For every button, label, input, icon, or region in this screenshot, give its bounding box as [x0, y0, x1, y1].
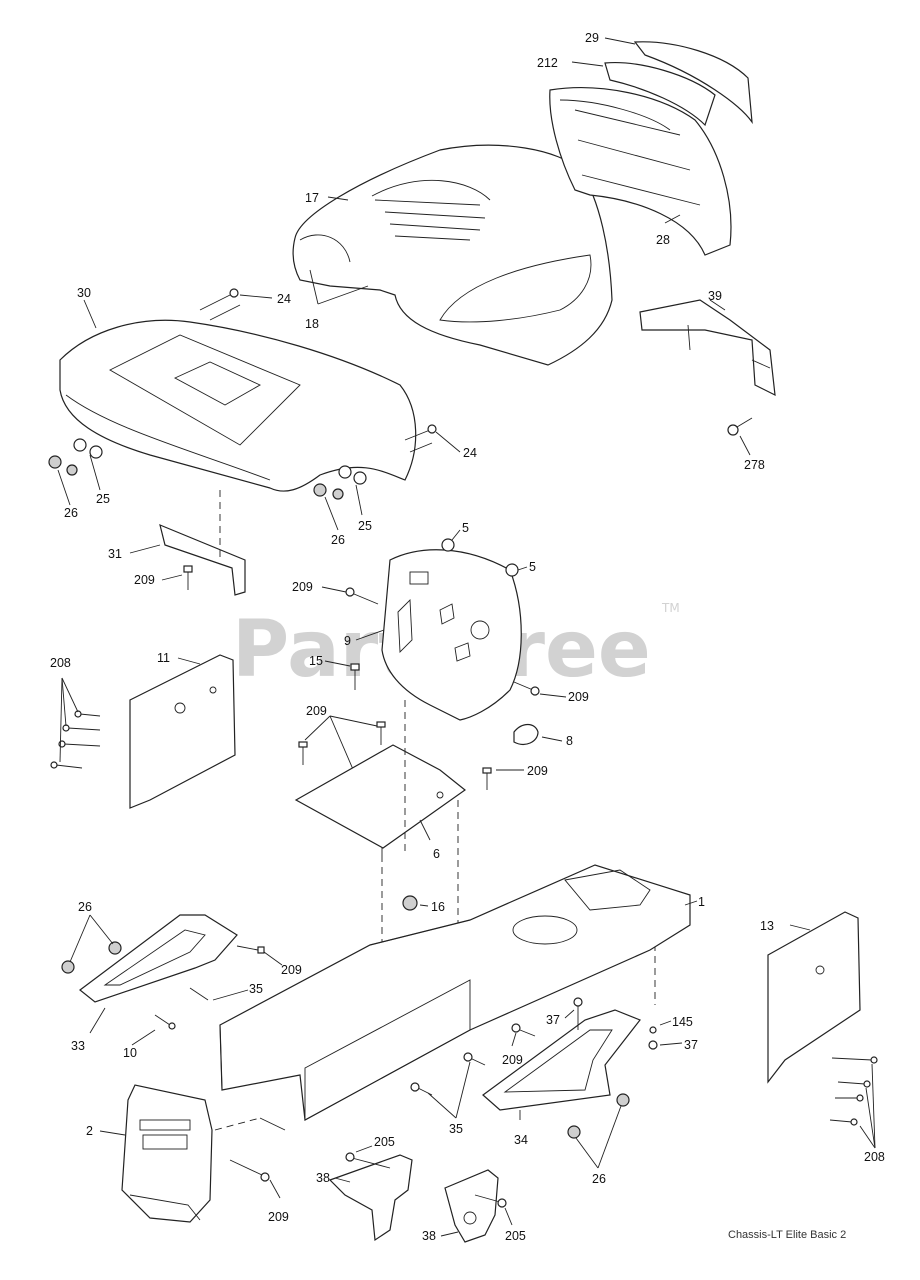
plate-part-6[interactable] [294, 744, 466, 849]
callout-209-b[interactable]: 209 [292, 580, 313, 594]
callout-28-grille[interactable]: 28 [656, 233, 670, 247]
callout-209-e[interactable]: 209 [527, 764, 548, 778]
callout-38-left[interactable]: 38 [316, 1171, 330, 1185]
nut-washer-right[interactable] [313, 465, 367, 500]
side-panel-part-11[interactable] [129, 654, 236, 809]
nut-washer-left[interactable] [48, 438, 103, 476]
grille-part[interactable] [549, 87, 732, 256]
callout-30[interactable]: 30 [77, 286, 91, 300]
bolt-10[interactable] [154, 1014, 176, 1030]
bracket-part-31[interactable] [159, 523, 246, 596]
bracket-part-38-right[interactable] [444, 1169, 499, 1243]
callout-37-upper[interactable]: 37 [546, 1013, 560, 1027]
callout-208-left[interactable]: 208 [50, 656, 71, 670]
callout-34[interactable]: 34 [514, 1133, 528, 1147]
callout-15[interactable]: 15 [309, 654, 323, 668]
watermark-trademark: TM [661, 601, 680, 615]
bolts-35-lower[interactable] [410, 1052, 486, 1096]
callout-205-upper[interactable]: 205 [374, 1135, 395, 1149]
callout-13[interactable]: 13 [760, 919, 774, 933]
callout-38-right[interactable]: 38 [422, 1229, 436, 1243]
bolt-209-c[interactable] [513, 681, 540, 696]
callout-29[interactable]: 29 [585, 31, 599, 45]
callout-145[interactable]: 145 [672, 1015, 693, 1029]
bolt-205-upper[interactable] [345, 1152, 391, 1169]
callout-18[interactable]: 18 [305, 317, 319, 331]
callout-209-d[interactable]: 209 [306, 704, 327, 718]
callout-24-right[interactable]: 24 [463, 446, 477, 460]
callout-8[interactable]: 8 [566, 734, 573, 748]
callout-1[interactable]: 1 [698, 895, 705, 909]
callout-5-right[interactable]: 5 [529, 560, 536, 574]
callout-37-lower[interactable]: 37 [684, 1038, 698, 1052]
callout-205-lower[interactable]: 205 [505, 1229, 526, 1243]
cap-5-left[interactable] [441, 538, 455, 552]
hood-part[interactable] [292, 144, 613, 366]
callout-209-h[interactable]: 209 [268, 1210, 289, 1224]
callout-209-f[interactable]: 209 [281, 963, 302, 977]
frame-part[interactable] [219, 864, 691, 1121]
bolt-24-top[interactable] [199, 288, 241, 321]
callout-35-lower[interactable]: 35 [449, 1122, 463, 1136]
callout-5-left[interactable]: 5 [462, 521, 469, 535]
callout-6[interactable]: 6 [433, 847, 440, 861]
callout-2[interactable]: 2 [86, 1124, 93, 1138]
dash-panel-part[interactable] [381, 549, 522, 721]
callout-25-left[interactable]: 25 [96, 492, 110, 506]
bolt-209-f[interactable] [236, 945, 265, 954]
callout-209-c[interactable]: 209 [568, 690, 589, 704]
bolt-35-upper[interactable] [189, 987, 209, 1001]
rear-panel-part[interactable] [121, 1084, 213, 1223]
bracket-part-39[interactable] [639, 299, 776, 397]
callout-35-upper[interactable]: 35 [249, 982, 263, 996]
callout-33[interactable]: 33 [71, 1039, 85, 1053]
callout-26-upper-left[interactable]: 26 [78, 900, 92, 914]
bolt-209-e[interactable] [482, 767, 492, 790]
nuts-26-lower[interactable] [567, 1093, 630, 1139]
bolt-209-b[interactable] [345, 587, 379, 605]
callout-208-right[interactable]: 208 [864, 1150, 885, 1164]
side-panel-part-13[interactable] [767, 911, 861, 1084]
footrest-part-34[interactable] [482, 1009, 641, 1111]
bolts-208-right[interactable] [829, 1056, 878, 1126]
grommet-16[interactable] [402, 895, 418, 911]
callout-31[interactable]: 31 [108, 547, 122, 561]
fender-part[interactable] [59, 319, 417, 492]
clamp-8[interactable] [513, 723, 539, 745]
callout-25-right[interactable]: 25 [358, 519, 372, 533]
cap-5-right[interactable] [505, 563, 519, 577]
washer-145[interactable] [649, 1026, 657, 1034]
callout-17[interactable]: 17 [305, 191, 319, 205]
callout-16[interactable]: 16 [431, 900, 445, 914]
callout-278[interactable]: 278 [744, 458, 765, 472]
bolt-209-h[interactable] [229, 1159, 270, 1182]
trim-part-29[interactable] [633, 41, 753, 125]
bolt-209-g[interactable] [511, 1023, 536, 1037]
callout-39[interactable]: 39 [708, 289, 722, 303]
bolt-24-right[interactable] [404, 424, 437, 453]
bolt-15[interactable] [350, 663, 360, 690]
nuts-26-left[interactable] [61, 941, 122, 974]
diagram-caption: Chassis-LT Elite Basic 2 [728, 1229, 846, 1241]
callout-209-a[interactable]: 209 [134, 573, 155, 587]
bolts-208-left[interactable] [50, 710, 101, 769]
screw-278[interactable] [727, 417, 753, 436]
callout-11[interactable]: 11 [157, 651, 170, 665]
callout-26-right[interactable]: 26 [331, 533, 345, 547]
bolt-37-lower[interactable] [648, 1040, 658, 1050]
callout-26-lower[interactable]: 26 [592, 1172, 606, 1186]
callout-212[interactable]: 212 [537, 56, 558, 70]
bolt-205-lower[interactable] [474, 1194, 507, 1208]
callout-9[interactable]: 9 [344, 634, 351, 648]
trim-part-212[interactable] [604, 62, 716, 127]
callout-24-top[interactable]: 24 [277, 292, 291, 306]
bracket-part-38-left[interactable] [328, 1154, 413, 1242]
footrest-part-33[interactable] [79, 914, 238, 1003]
callout-209-g[interactable]: 209 [502, 1053, 523, 1067]
callout-10[interactable]: 10 [123, 1046, 137, 1060]
bolt-209-a[interactable] [183, 565, 193, 590]
callout-26-left[interactable]: 26 [64, 506, 78, 520]
bolt-37-upper[interactable] [573, 997, 583, 1030]
